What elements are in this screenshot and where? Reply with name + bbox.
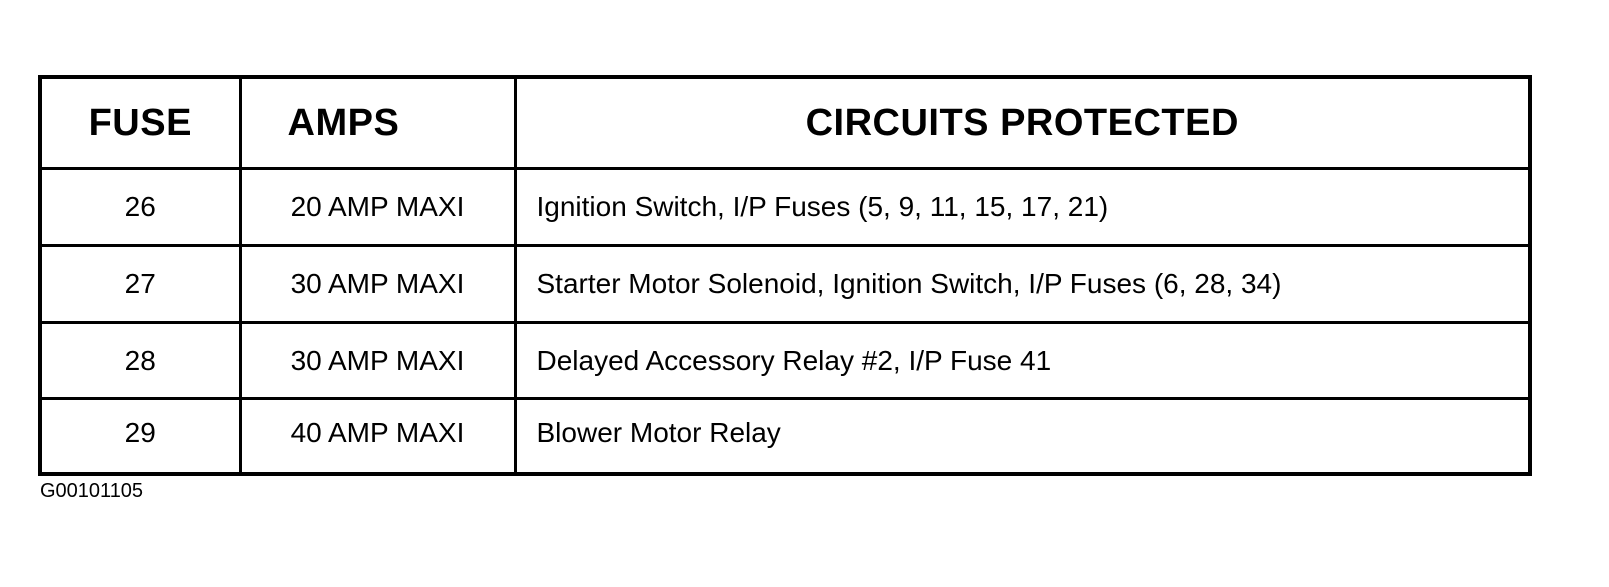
- fuse-table: FUSE AMPS CIRCUITS PROTECTED 26 20 AMP M…: [38, 75, 1532, 476]
- circuits-cell: Delayed Accessory Relay #2, I/P Fuse 41: [513, 321, 1532, 400]
- table-header-row: FUSE AMPS CIRCUITS PROTECTED: [38, 75, 1532, 170]
- circuits-cell: Ignition Switch, I/P Fuses (5, 9, 11, 15…: [513, 167, 1532, 247]
- column-header-fuse: FUSE: [38, 75, 242, 170]
- table-row: 28 30 AMP MAXI Delayed Accessory Relay #…: [38, 321, 1532, 400]
- amps-cell: 40 AMP MAXI: [238, 397, 517, 476]
- table-row: 27 30 AMP MAXI Starter Motor Solenoid, I…: [38, 244, 1532, 324]
- table-row: 29 40 AMP MAXI Blower Motor Relay: [38, 397, 1532, 476]
- fuse-number-cell: 29: [38, 397, 242, 476]
- amps-cell: 30 AMP MAXI: [238, 244, 517, 324]
- table-row: 26 20 AMP MAXI Ignition Switch, I/P Fuse…: [38, 167, 1532, 247]
- column-header-circuits: CIRCUITS PROTECTED: [513, 75, 1532, 170]
- circuits-cell: Starter Motor Solenoid, Ignition Switch,…: [513, 244, 1532, 324]
- fuse-number-cell: 28: [38, 321, 242, 400]
- figure-id: G00101105: [40, 480, 144, 502]
- circuits-cell: Blower Motor Relay: [513, 397, 1532, 476]
- fuse-number-cell: 27: [38, 244, 242, 324]
- amps-cell: 20 AMP MAXI: [238, 167, 517, 247]
- fuse-number-cell: 26: [38, 167, 242, 247]
- amps-cell: 30 AMP MAXI: [238, 321, 517, 400]
- column-header-amps: AMPS: [238, 75, 517, 170]
